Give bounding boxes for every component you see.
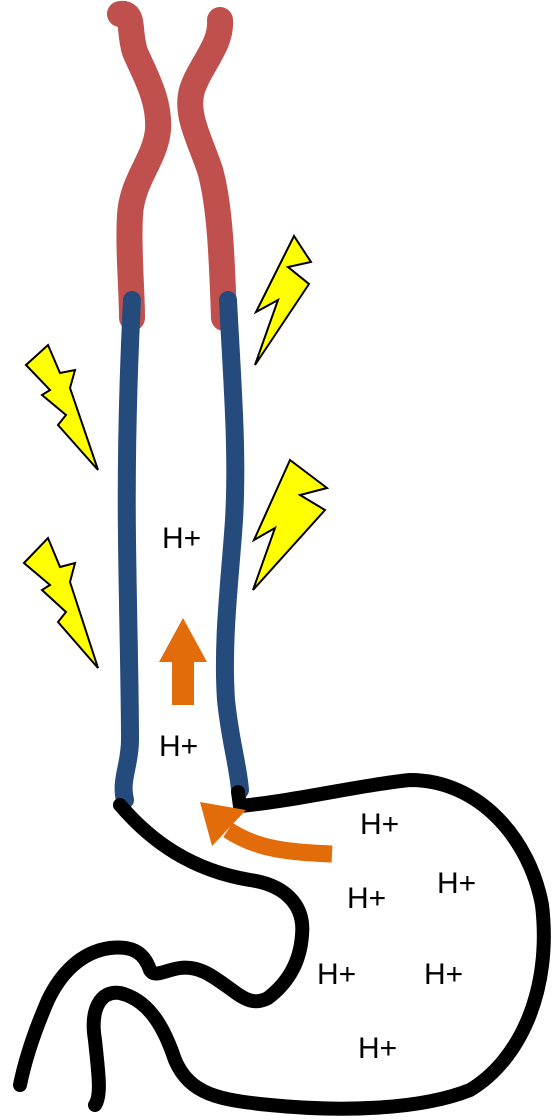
pharynx-right-wall <box>190 20 224 318</box>
lightning-bolt-icon <box>255 236 311 365</box>
pharynx <box>120 14 224 318</box>
stomach-h-label: H+ <box>358 1032 397 1065</box>
lightning-bolt-icon <box>26 345 98 470</box>
stomach <box>20 780 544 1109</box>
pharynx-left-wall <box>120 14 158 318</box>
stomach-h-label: H+ <box>424 958 463 991</box>
stomach-outer-wall <box>94 780 544 1109</box>
curved-arrow-shaft <box>228 830 332 854</box>
esophagus-lower-h-label: H+ <box>159 730 198 763</box>
esophagus-upper-h-label: H+ <box>162 522 201 555</box>
pain-bolts <box>24 236 327 668</box>
stomach-h-label: H+ <box>437 867 476 900</box>
esophagus-right-wall <box>225 300 240 790</box>
esophagus-left-wall <box>124 300 132 800</box>
stomach-h-label: H+ <box>347 882 386 915</box>
stomach-h-label: H+ <box>317 958 356 991</box>
stomach-h-label: H+ <box>360 808 399 841</box>
arrow-up-icon <box>159 618 207 705</box>
lightning-bolt-icon <box>253 460 327 590</box>
lightning-bolt-icon <box>24 538 98 668</box>
